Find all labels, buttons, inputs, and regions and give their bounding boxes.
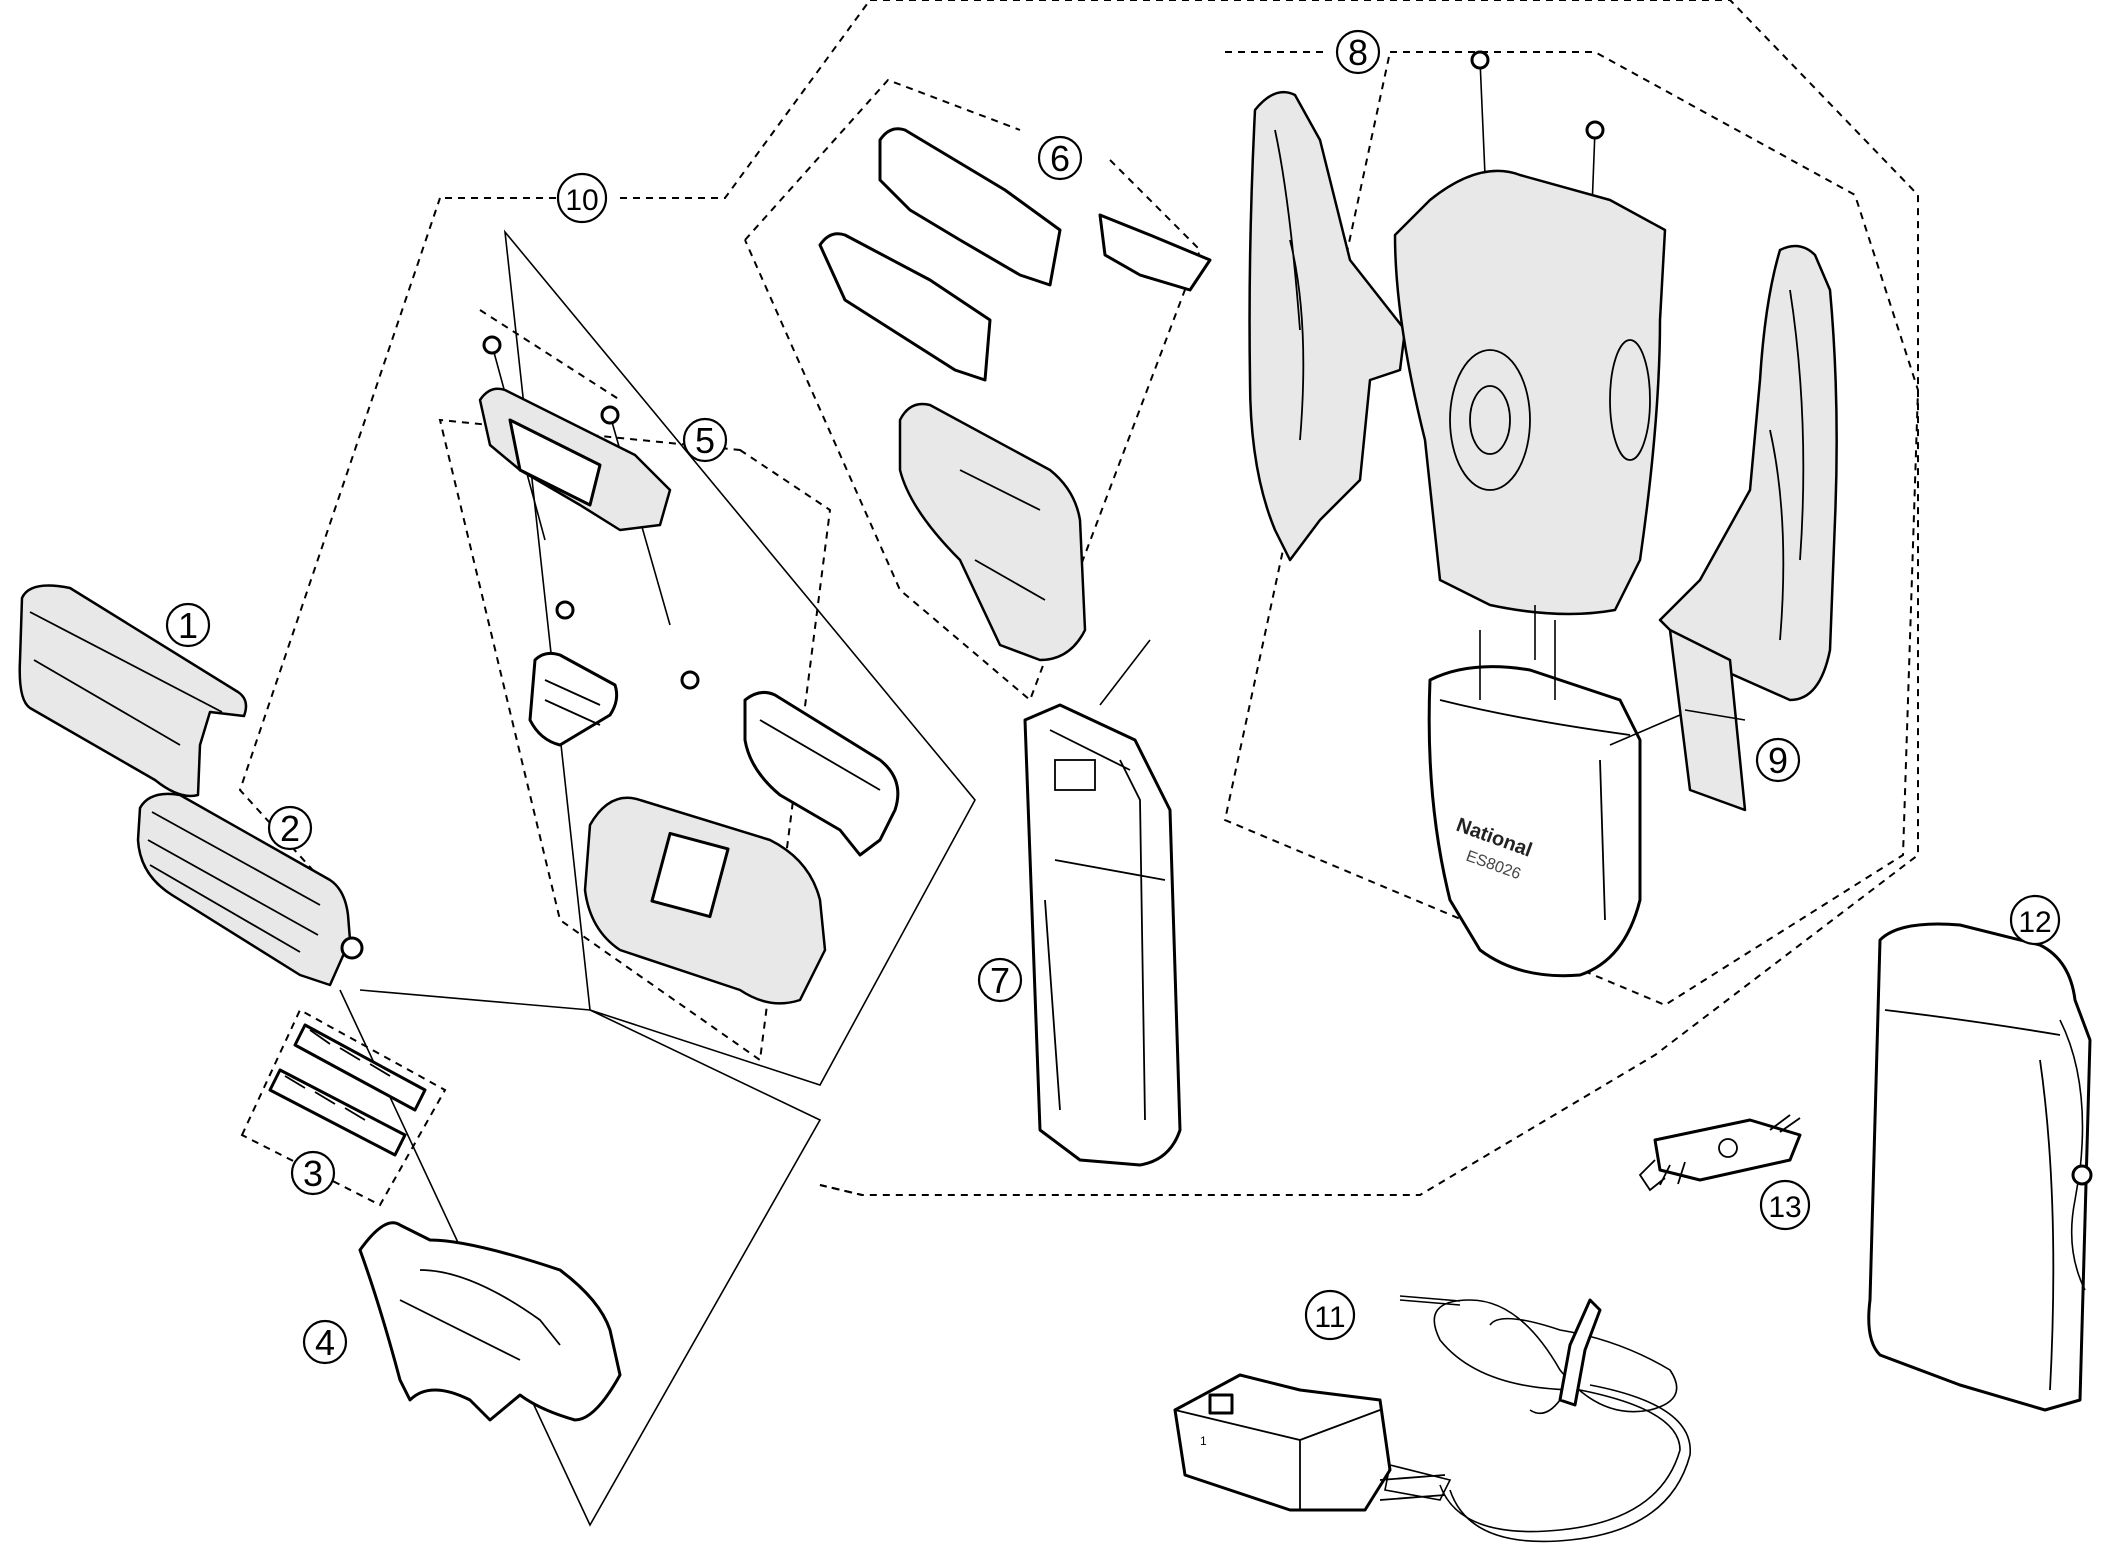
- part-7-chassis: [1023, 703, 1182, 1167]
- callout-8: 8: [1335, 29, 1381, 75]
- callout-12-text: 12: [2018, 906, 2051, 939]
- callout-12: 12: [2009, 894, 2061, 946]
- part-3-inner-blades: [268, 1023, 427, 1157]
- callout-3-text: 3: [303, 1153, 323, 1194]
- part-4-side-cover: [358, 1221, 622, 1422]
- callout-4: 4: [302, 1319, 348, 1365]
- group-7-boundary: [819, 0, 1919, 1196]
- callout-5-text: 5: [695, 420, 715, 461]
- callout-2-text: 2: [280, 808, 300, 849]
- adapter-printed-mark: 1: [1200, 1434, 1207, 1448]
- callout-1-text: 1: [178, 605, 198, 646]
- part-9-label-plate: [1668, 628, 1747, 812]
- part-12-pouch: [1867, 922, 2093, 1412]
- part-5-blade-holder: [478, 335, 900, 1005]
- callout-8-text: 8: [1348, 32, 1368, 73]
- callout-9-text: 9: [1768, 740, 1788, 781]
- part-6-bracket-set: [818, 127, 1212, 662]
- part-8-body-shell: National ES8026: [1248, 50, 1838, 978]
- callout-1: 1: [165, 602, 211, 648]
- group-10-frame: [503, 229, 976, 1086]
- part-2-outer-foil: [136, 792, 364, 987]
- group-6-boundary: [744, 78, 1202, 702]
- callout-13-text: 13: [1768, 1191, 1801, 1224]
- callout-5: 5: [682, 417, 728, 463]
- callout-6-text: 6: [1050, 138, 1070, 179]
- callout-9: 9: [1755, 737, 1801, 783]
- callout-13: 13: [1759, 1179, 1811, 1231]
- callout-11: 11: [1304, 1289, 1356, 1341]
- group-10-boundary: [238, 0, 871, 1196]
- callout-2: 2: [267, 805, 313, 851]
- leader-lines: [1099, 605, 1746, 746]
- group-8-boundary: [1223, 51, 1920, 1007]
- callout-11-text: 11: [1314, 1301, 1345, 1334]
- callout-10: 10: [556, 172, 608, 224]
- callout-7: 7: [977, 957, 1023, 1003]
- part-1-cap: [18, 584, 248, 798]
- part-11-ac-adapter: 1: [1173, 1295, 1691, 1543]
- callout-7-text: 7: [990, 960, 1010, 1001]
- group-3-boundary: [240, 1008, 447, 1207]
- callout-3: 3: [290, 1150, 336, 1196]
- part-13-cleaning-brush: [1638, 1114, 1802, 1192]
- callout-10-text: 10: [565, 184, 598, 217]
- callout-6: 6: [1037, 135, 1083, 181]
- callout-4-text: 4: [315, 1322, 335, 1363]
